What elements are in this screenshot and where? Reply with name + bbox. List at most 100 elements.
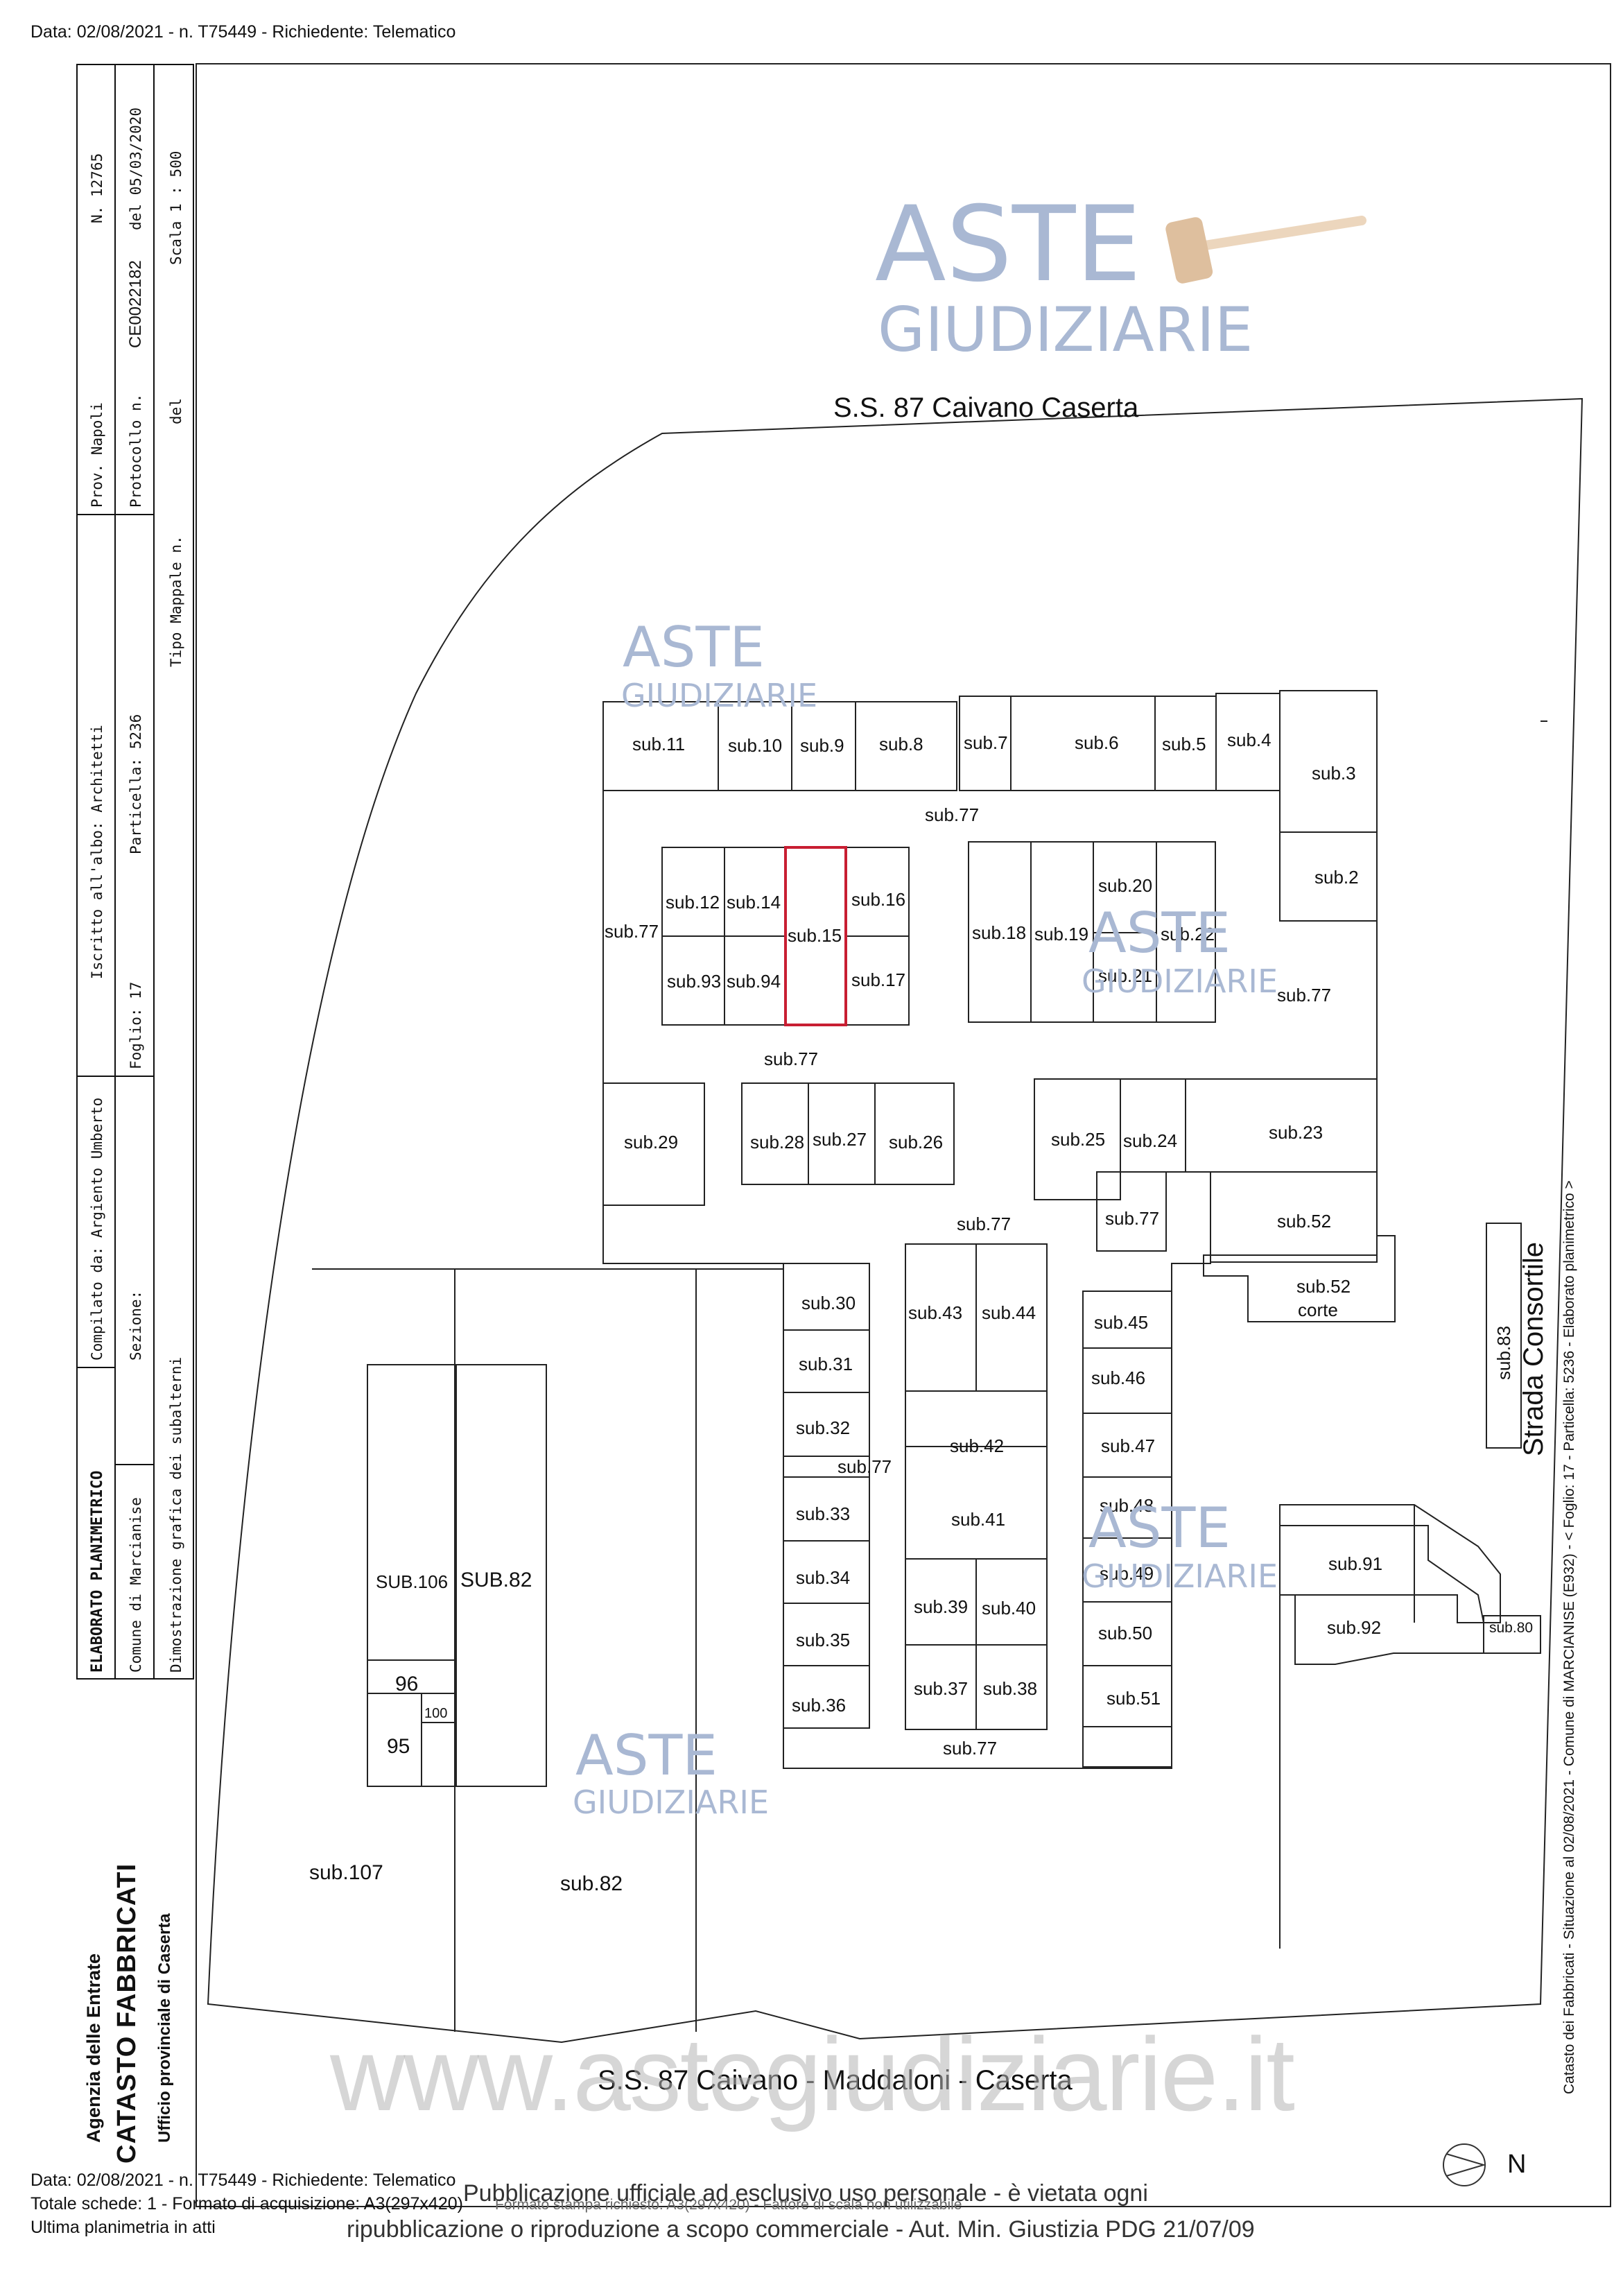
north-arrow-icon (1443, 2143, 1486, 2186)
unit-sub43: sub.43 (908, 1302, 963, 1323)
unit-sub23: sub.23 (1269, 1122, 1323, 1143)
watermark-aste-4: ASTE (1088, 1496, 1231, 1560)
road-top-label: S.S. 87 Caivano Caserta (833, 392, 1139, 423)
unit-sub18: sub.18 (972, 922, 1027, 943)
unit-sub77-e: sub.77 (957, 1214, 1012, 1234)
road-bottom-label: S.S. 87 Caivano - Maddaloni - Caserta (598, 2065, 1073, 2096)
unit-sub80: sub.80 (1489, 1620, 1534, 1636)
unit-sub5: sub.5 (1162, 734, 1206, 754)
unit-sub38: sub.38 (983, 1678, 1038, 1699)
unit-sub107: sub.107 (309, 1861, 383, 1884)
unit-sub93: sub.93 (667, 971, 722, 992)
unit-sub15: sub.15 (788, 925, 842, 946)
unit-sub77-c: sub.77 (764, 1048, 819, 1069)
unit-sub35: sub.35 (796, 1630, 851, 1650)
unit-sub37: sub.37 (914, 1678, 969, 1699)
footer-line3: Ultima planimetria in atti (31, 2218, 216, 2237)
unit-sub42: sub.42 (950, 1435, 1005, 1456)
unit-sub6: sub.6 (1075, 732, 1119, 753)
unit-sub83: sub.83 (1493, 1325, 1514, 1380)
unit-sub26: sub.26 (889, 1132, 944, 1153)
unit-sub92: sub.92 (1327, 1617, 1382, 1638)
unit-sub77-b: sub.77 (605, 921, 659, 942)
unit-sub33: sub.33 (796, 1503, 851, 1524)
unit-sub82-big: SUB.82 (460, 1569, 532, 1591)
unit-sub9: sub.9 (800, 735, 844, 756)
unit-sub49: sub.49 (1100, 1563, 1154, 1584)
unit-sub12: sub.12 (666, 892, 720, 913)
unit-100: 100 (424, 1706, 448, 1721)
north-label: N (1507, 2150, 1527, 2179)
watermark-aste-2: ASTE (623, 615, 765, 680)
unit-sub47: sub.47 (1101, 1435, 1156, 1456)
unit-sub52-corte-b: corte (1298, 1300, 1338, 1320)
info-panel: ELABORATO PLANIMETRICO Compilato da: Arg… (76, 64, 194, 1680)
unit-sub31: sub.31 (799, 1354, 853, 1374)
unit-sub40: sub.40 (982, 1598, 1036, 1619)
unit-sub77-g: sub.77 (837, 1456, 892, 1477)
unit-sub77-a: sub.77 (925, 804, 980, 825)
watermark-giudiziarie-4: GIUDIZIARIE (1082, 1557, 1278, 1595)
unit-sub36: sub.36 (792, 1695, 847, 1716)
footer-line2: Totale schede: 1 - Formato di acquisizio… (31, 2194, 463, 2213)
unit-sub24: sub.24 (1123, 1130, 1178, 1151)
unit-sub11: sub.11 (632, 734, 686, 754)
parcel-outline (207, 397, 1583, 2044)
unit-sub22: sub.22 (1161, 924, 1215, 944)
unit-sub82: sub.82 (560, 1872, 623, 1895)
unit-sub21: sub.21 (1098, 965, 1153, 986)
unit-sub29: sub.29 (624, 1132, 679, 1153)
footer-line1: Data: 02/08/2021 - n. T75449 - Richieden… (31, 2170, 456, 2190)
unit-sub106: SUB.106 (376, 1571, 449, 1592)
unit-sub34: sub.34 (796, 1567, 851, 1588)
unit-sub52-corte-a: sub.52 (1296, 1276, 1351, 1297)
unit-sub46: sub.46 (1091, 1367, 1146, 1388)
watermark-aste-5: ASTE (575, 1723, 718, 1788)
watermark-aste-large: ASTE (875, 184, 1142, 305)
unit-sub20: sub.20 (1098, 875, 1153, 896)
watermark-giudiziarie-large: GIUDIZIARIE (878, 294, 1253, 365)
unit-sub44: sub.44 (982, 1302, 1036, 1323)
unit-sub45: sub.45 (1094, 1312, 1149, 1333)
unit-sub14: sub.14 (727, 892, 781, 913)
unit-sub94: sub.94 (727, 971, 781, 992)
unit-95: 95 (387, 1735, 410, 1758)
watermark-giudiziarie-5: GIUDIZIARIE (573, 1784, 770, 1821)
unit-sub19: sub.19 (1034, 924, 1089, 944)
unit-sub41: sub.41 (951, 1509, 1006, 1530)
unit-sub30: sub.30 (801, 1293, 856, 1313)
unit-sub2: sub.2 (1314, 867, 1359, 888)
watermark-site: www.astegiudiziarie.it (330, 2016, 1295, 2132)
notice-line2: ripubblicazione o riproduzione a scopo c… (347, 2216, 1255, 2243)
unit-sub10: sub.10 (728, 735, 783, 756)
unit-sub50: sub.50 (1098, 1623, 1153, 1643)
map-frame (196, 63, 1611, 2207)
unit-sub51: sub.51 (1106, 1688, 1161, 1709)
unit-sub8: sub.8 (879, 734, 923, 754)
footer-line2-over: Formato stampa richiesto: A3(297x420) - … (495, 2197, 962, 2213)
watermark-giudiziarie-2: GIUDIZIARIE (621, 677, 818, 714)
highlight-sub15 (784, 846, 847, 1026)
unit-sub52: sub.52 (1277, 1211, 1332, 1232)
unit-sub39: sub.39 (914, 1596, 969, 1617)
unit-sub32: sub.32 (796, 1417, 851, 1438)
unit-sub16: sub.16 (851, 889, 906, 910)
unit-sub17: sub.17 (851, 969, 906, 990)
unit-sub77-h: sub.77 (943, 1738, 998, 1759)
unit-sub3: sub.3 (1312, 763, 1356, 784)
unit-96: 96 (395, 1673, 419, 1695)
unit-sub91: sub.91 (1328, 1553, 1383, 1574)
unit-sub77-f: sub.77 (1105, 1208, 1160, 1229)
watermark-giudiziarie-3: GIUDIZIARIE (1082, 963, 1278, 1000)
unit-sub4: sub.4 (1227, 730, 1272, 750)
unit-sub27: sub.27 (813, 1129, 867, 1150)
unit-sub7: sub.7 (964, 732, 1008, 753)
road-right-label: Strada Consortile (1518, 1241, 1549, 1456)
header-line: Data: 02/08/2021 - n. T75449 - Richieden… (31, 22, 456, 42)
watermark-aste-3: ASTE (1088, 901, 1231, 965)
unit-sub48: sub.48 (1100, 1495, 1154, 1516)
info-panel-frame (76, 64, 194, 1680)
notice-line1: Pubblicazione ufficiale ad esclusivo uso… (463, 2180, 1148, 2207)
unit-sub28: sub.28 (750, 1132, 805, 1153)
